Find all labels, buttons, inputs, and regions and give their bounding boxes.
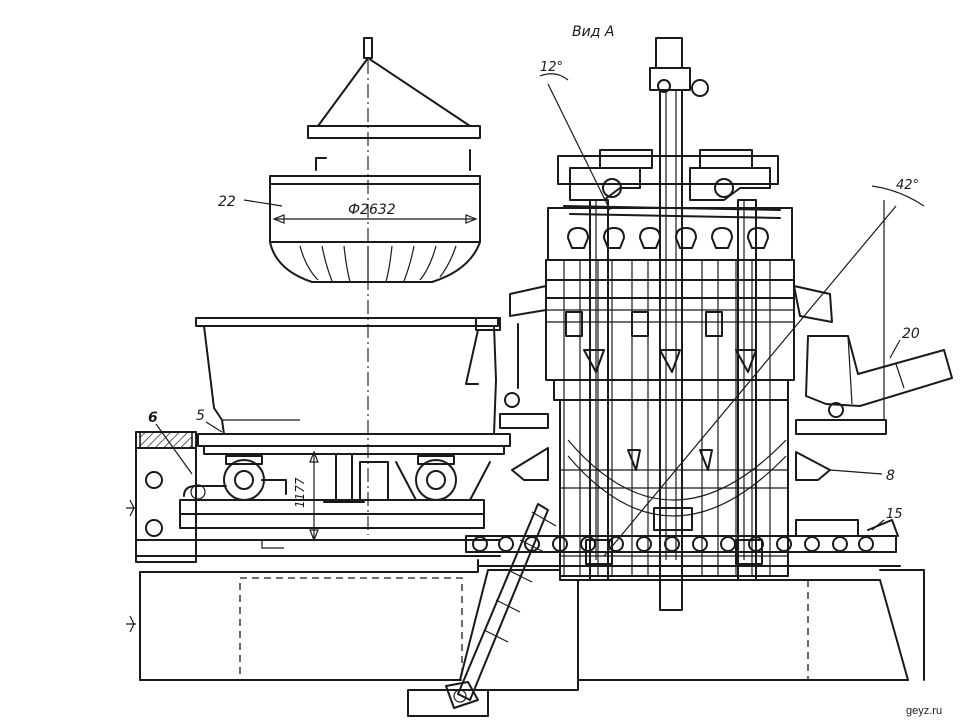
furnace-hood [465, 285, 887, 481]
diameter-label: Ф2632 [348, 202, 396, 218]
angle-12-label: 12° [540, 60, 563, 75]
part-20-label: 20 [902, 326, 920, 342]
part-number-20: 20 [889, 326, 920, 359]
view-title: Вид А [572, 24, 614, 40]
part-number-6: 6 [148, 410, 193, 475]
angle-guides [539, 73, 925, 557]
watermark: geyz.ru [906, 705, 942, 717]
part-number-8: 8 [829, 468, 895, 484]
inclined-pipe [445, 503, 557, 709]
part-number-22: 22 [218, 194, 283, 210]
height-dimension-label: 1177 [293, 477, 307, 508]
left-rail-structure [126, 431, 501, 633]
part-8-label: 8 [886, 468, 895, 484]
angle-42-label: 42° [896, 178, 919, 193]
roller-track [465, 519, 901, 567]
chute [805, 335, 953, 407]
part-5-label: 5 [196, 408, 205, 424]
tapping-car [179, 317, 511, 542]
foundation [139, 559, 925, 717]
diameter-dimension [272, 214, 478, 224]
contact-jaw-row [567, 227, 769, 249]
furnace-body [545, 37, 795, 611]
suspended-ladle [269, 37, 481, 283]
part-number-5: 5 [196, 408, 223, 433]
part-6-label: 6 [148, 410, 158, 426]
part-number-15: 15 [871, 507, 903, 531]
part-15-label: 15 [886, 507, 903, 522]
part-22-label: 22 [218, 194, 236, 210]
